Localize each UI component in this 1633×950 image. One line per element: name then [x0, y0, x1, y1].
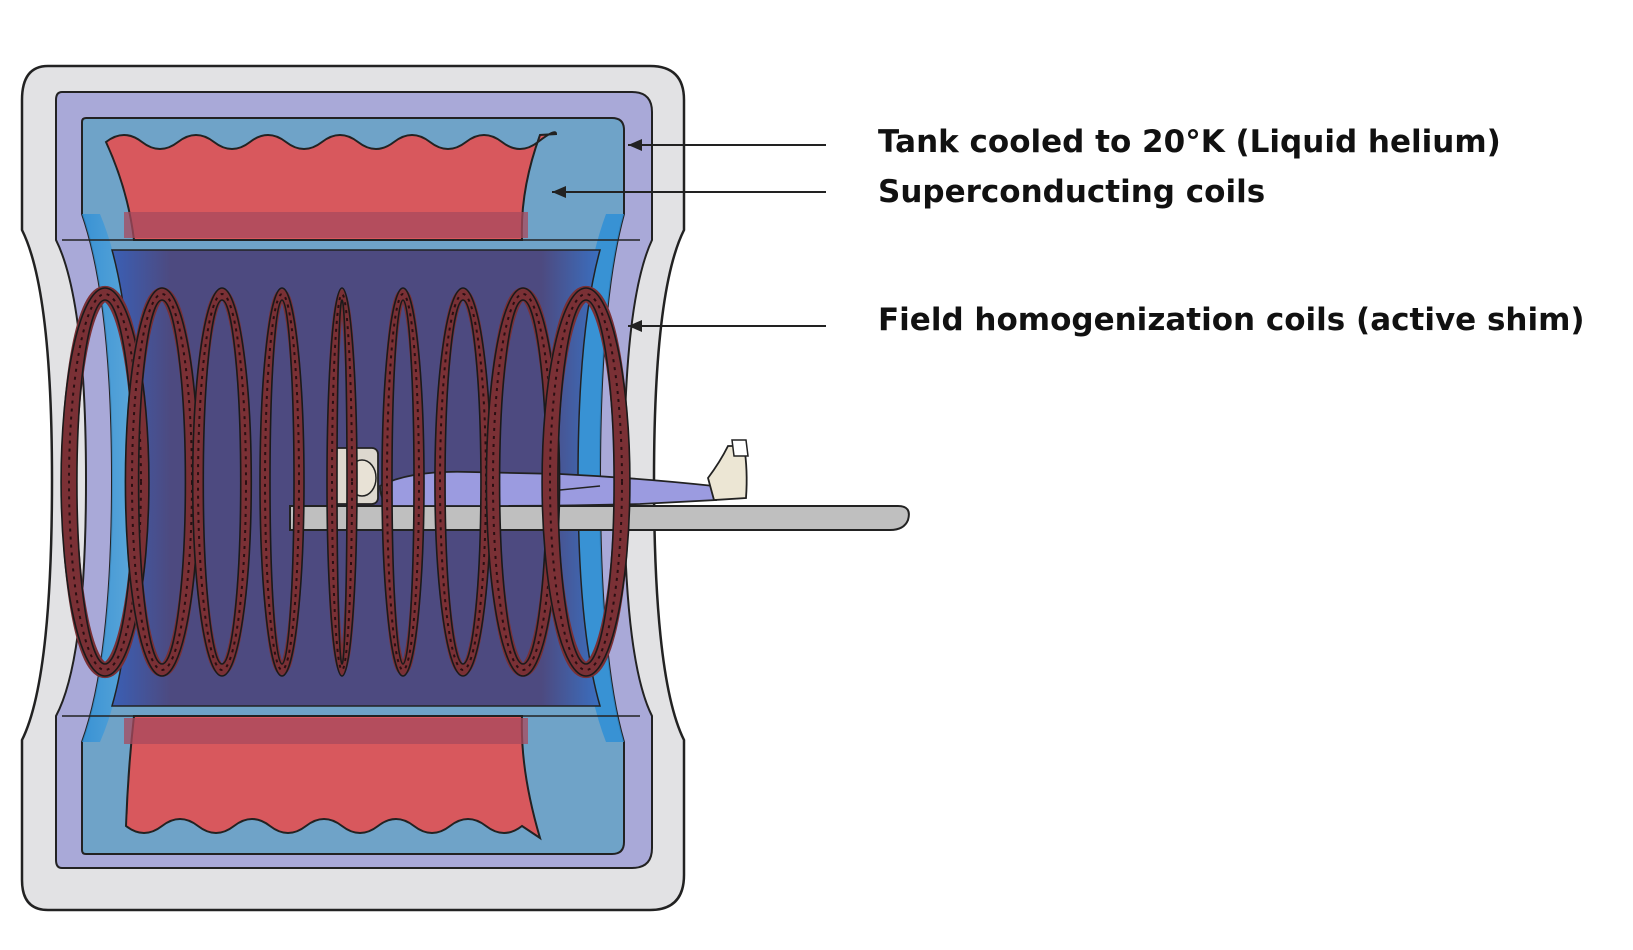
shim-coil-ring [326, 287, 358, 677]
shim-coil-ring [259, 287, 305, 677]
shim-coil-ring [541, 285, 631, 679]
arrowhead-tank [628, 139, 642, 151]
pointer-lines [552, 139, 826, 332]
label-tank: Tank cooled to 20°K (Liquid helium) [878, 124, 1501, 160]
shim-coil-group [60, 285, 631, 679]
arrowhead-shim [628, 320, 642, 332]
shim-coil-ring [381, 287, 425, 677]
shim-coil-ring [60, 285, 150, 679]
shim-coil-ring [191, 287, 253, 677]
label-shim-coils: Field homogenization coils (active shim) [878, 302, 1585, 338]
superconducting-coil-bottom [124, 715, 542, 841]
arrowhead-superconducting [552, 186, 566, 198]
coil-band-top [124, 212, 528, 238]
coil-band-bottom [124, 718, 528, 744]
label-superconducting-coils: Superconducting coils [878, 174, 1266, 210]
